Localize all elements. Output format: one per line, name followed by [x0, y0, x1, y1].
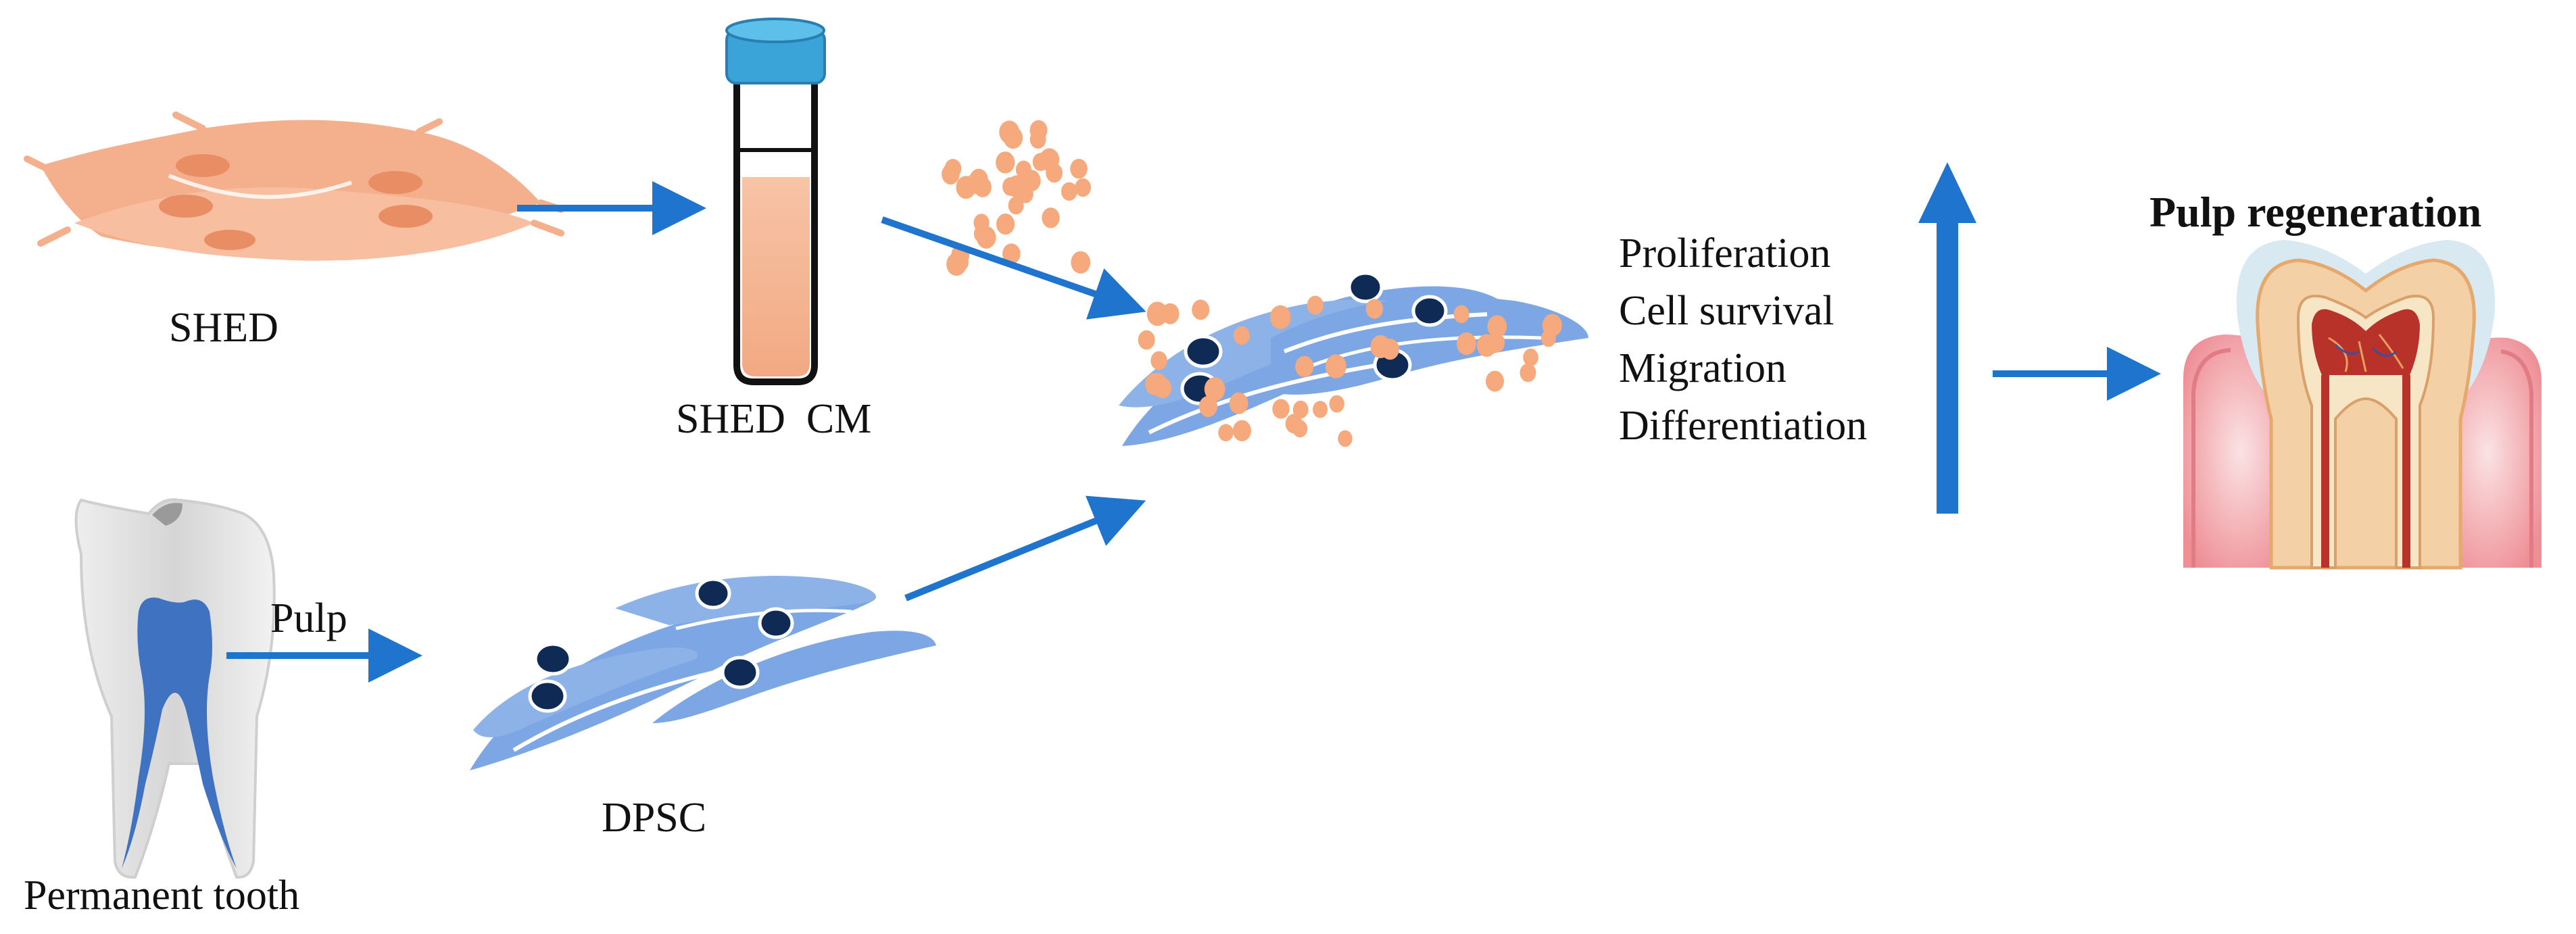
secretome-dot	[1272, 399, 1290, 419]
secretome-dot	[1229, 392, 1248, 414]
secretome-dot	[1204, 377, 1225, 401]
secretome-dot	[942, 164, 960, 185]
effects-list: Proliferation Cell survival Migration Di…	[1619, 230, 1867, 449]
secretome-dot	[1039, 148, 1060, 172]
shed-cm-label: SHED CM	[676, 396, 871, 442]
secretome-dot	[1233, 326, 1250, 345]
culture-tube-icon	[725, 18, 826, 385]
secretome-dot	[1070, 159, 1088, 179]
secretome-dot	[1453, 305, 1469, 323]
secretome-dot	[1313, 401, 1328, 418]
secretome-dot	[1540, 329, 1556, 347]
secretome-dot	[1338, 430, 1353, 447]
secretome-dot	[1003, 126, 1023, 149]
secretome-dot	[996, 214, 1015, 235]
secretome-dot	[996, 151, 1015, 174]
secretome-dot	[1153, 377, 1172, 399]
pulp-label: Pulp	[270, 595, 347, 641]
secretome-dot	[1523, 348, 1538, 366]
secretome-dot	[1021, 170, 1041, 192]
shed-label: SHED	[169, 305, 278, 351]
secretome-dot	[1075, 178, 1091, 197]
effect-proliferation: Proliferation	[1619, 230, 1830, 276]
permanent-tooth-icon	[74, 498, 276, 879]
secretome-dot	[1138, 330, 1155, 350]
secretome-dot	[1269, 305, 1291, 329]
secretome-dot	[1457, 332, 1476, 355]
secretome-dot	[1292, 400, 1309, 419]
secretome-dot	[1326, 354, 1346, 378]
secretome-dot	[1486, 370, 1504, 392]
effect-migration: Migration	[1619, 345, 1787, 391]
secretome-dot	[1192, 299, 1210, 320]
secretome-dot	[1008, 196, 1024, 215]
arrow-cm-to-cells	[881, 216, 1146, 320]
secretome-dot	[1061, 182, 1077, 201]
secretome-dot	[1029, 130, 1046, 149]
secretome-dot	[1150, 351, 1167, 370]
secretome-on-cells	[1138, 295, 1562, 447]
secretome-dot	[1295, 355, 1314, 377]
secretome-dot	[1071, 251, 1091, 274]
secretome-dots-icon	[942, 120, 1091, 276]
upregulation-arrow	[1918, 162, 1976, 514]
secretome-dot	[976, 226, 996, 249]
secretome-dot	[1292, 420, 1308, 438]
secretome-dot	[969, 168, 988, 191]
secretome-dot	[952, 253, 969, 272]
regenerated-tooth-icon	[2183, 240, 2542, 570]
secretome-dot	[1487, 315, 1507, 338]
secretome-dot	[1487, 333, 1505, 353]
secretome-dot	[1381, 339, 1399, 360]
secretome-dot	[1198, 395, 1217, 418]
shed-cells-icon	[24, 112, 564, 261]
effect-differentiation: Differentiation	[1619, 403, 1867, 449]
secretome-dot	[1002, 177, 1019, 196]
secretome-dot	[1307, 295, 1324, 315]
secretome-dot	[1002, 243, 1021, 264]
treated-dpsc-cells-icon	[1119, 271, 1588, 446]
arrow-dpsc-to-cells	[904, 495, 1146, 601]
secretome-dot	[1365, 299, 1384, 319]
secretome-dot	[1146, 301, 1168, 326]
secretome-dot	[1232, 420, 1251, 441]
dpsc-label: DPSC	[602, 795, 706, 841]
secretome-dot	[1520, 363, 1536, 383]
pulp-regeneration-title: Pulp regeneration	[2149, 188, 2481, 236]
permanent-tooth-label: Permanent tooth	[24, 872, 299, 918]
dpsc-cells-icon	[470, 576, 936, 770]
secretome-dot	[1218, 424, 1234, 441]
secretome-dot	[1329, 395, 1344, 413]
effect-cell-survival: Cell survival	[1619, 288, 1834, 334]
secretome-dot	[1042, 207, 1060, 228]
